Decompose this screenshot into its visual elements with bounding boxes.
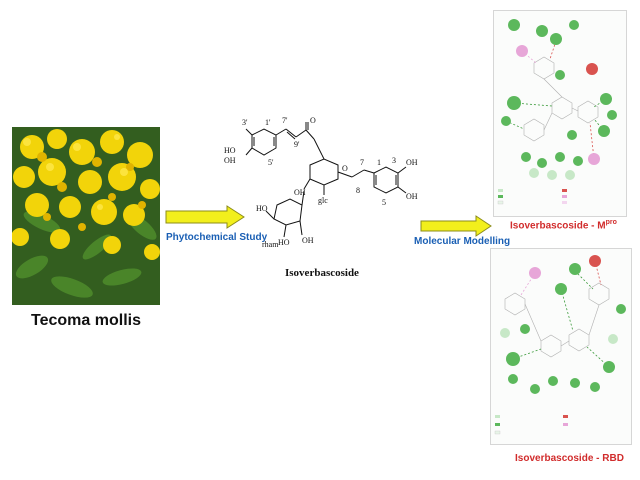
- interaction-diagram-mpro: [493, 10, 627, 217]
- plant-caption: Tecoma mollis: [31, 312, 141, 329]
- arrow-right-icon: [420, 215, 492, 237]
- glucose-ring: [309, 158, 339, 186]
- panel-title-rbd: Isoverbascoside - RBD: [515, 453, 624, 464]
- svg-text:3: 3: [392, 156, 396, 165]
- svg-text:OH: OH: [406, 158, 418, 167]
- plant-photo-graphic: [12, 127, 160, 305]
- interaction-diagram-rbd-graphic: [494, 255, 626, 435]
- svg-text:1: 1: [377, 158, 381, 167]
- svg-text:O: O: [310, 116, 316, 125]
- svg-text:OH: OH: [302, 236, 314, 245]
- svg-text:O: O: [342, 164, 348, 173]
- svg-text:7': 7': [282, 116, 288, 125]
- svg-text:OH: OH: [224, 156, 236, 165]
- rhamnose-ring: [273, 198, 303, 226]
- svg-text:8: 8: [356, 186, 360, 195]
- panel-title-mpro: Isoverbascoside - Mpro: [510, 219, 617, 231]
- svg-text:5': 5': [268, 158, 274, 167]
- panel-title-main: Isoverbascoside - M: [510, 220, 606, 232]
- svg-text:1': 1': [265, 118, 271, 127]
- plant-photo: [12, 127, 160, 305]
- svg-text:HO: HO: [278, 238, 290, 247]
- svg-text:glc: glc: [318, 196, 328, 205]
- step-label-molecular-modelling: Molecular Modelling: [414, 236, 511, 247]
- svg-text:OH: OH: [294, 188, 306, 197]
- panel-title-superscript: pro: [605, 219, 617, 226]
- caffeoyl-ring: [251, 128, 277, 156]
- interaction-diagram-rbd: [490, 248, 632, 445]
- step-label-phytochemical: Phytochemical Study: [166, 232, 268, 243]
- svg-text:HO: HO: [224, 146, 236, 155]
- svg-text:5: 5: [382, 198, 386, 207]
- molecule-name: Isoverbascoside: [285, 267, 359, 279]
- svg-text:9': 9': [294, 140, 300, 149]
- molecule-structure: 3' 1' 7' O 9' 5' HO OH O 7 8 1 3 5 OH OH…: [224, 116, 418, 249]
- svg-text:7: 7: [360, 158, 364, 167]
- svg-text:HO: HO: [256, 204, 268, 213]
- arrow-right-icon: [165, 205, 245, 229]
- phenyl-ring: [373, 166, 399, 194]
- svg-text:rham: rham: [262, 240, 279, 249]
- svg-text:OH: OH: [406, 192, 418, 201]
- interaction-diagram-mpro-graphic: [497, 19, 617, 205]
- svg-text:3': 3': [242, 118, 248, 127]
